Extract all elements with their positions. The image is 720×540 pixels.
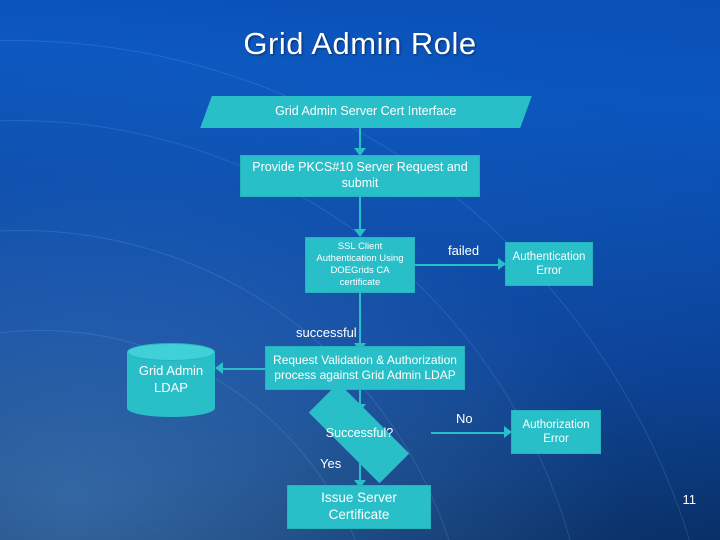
arrow-ssl-auth-to-auth-error xyxy=(498,258,506,270)
connector-validation-to-ldap xyxy=(223,368,266,370)
node-successful-decision: Successful? xyxy=(288,382,431,484)
node-label: Authorization Error xyxy=(522,418,590,445)
page-number: 11 xyxy=(682,492,697,507)
connector-ssl-auth-to-validation xyxy=(359,293,361,345)
node-label: Request Validation & Authorization proce… xyxy=(273,353,457,382)
arrow-validation-to-ldap xyxy=(215,362,223,374)
edge-label-failed: failed xyxy=(448,243,480,258)
connector-request-to-ssl-auth xyxy=(359,197,361,231)
node-request-validation: Request Validation & Authorization proce… xyxy=(265,346,465,390)
connector-interface-to-request xyxy=(359,128,361,150)
node-label: SSL Client Authentication Using DOEGrids… xyxy=(316,241,404,288)
arrow-request-to-ssl-auth xyxy=(354,229,366,237)
node-grid-admin-ldap-store: Grid Admin LDAP xyxy=(127,343,215,417)
cylinder-bottom xyxy=(127,399,215,417)
node-label: Successful? xyxy=(325,425,394,440)
arrow-decision-to-authorization-error xyxy=(504,426,512,438)
connector-validation-to-decision xyxy=(359,390,361,408)
arrow-interface-to-request xyxy=(354,148,366,156)
connector-decision-to-authorization-error xyxy=(431,432,506,434)
slide-title: Grid Admin Role xyxy=(243,26,477,61)
node-label: Provide PKCS#10 Server Request and submi… xyxy=(252,160,468,190)
cylinder-body xyxy=(127,352,215,408)
node-label: Grid Admin Server Cert Interface xyxy=(275,104,457,119)
connector-ssl-auth-to-auth-error xyxy=(415,264,500,266)
node-authorization-error: Authorization Error xyxy=(511,410,601,454)
cylinder-top xyxy=(127,343,215,361)
node-grid-admin-server-cert-interface: Grid Admin Server Cert Interface xyxy=(200,96,532,128)
node-ssl-client-authentication: SSL Client Authentication Using DOEGrids… xyxy=(305,237,415,293)
edge-label-yes: Yes xyxy=(320,456,342,471)
node-label: Grid Admin LDAP xyxy=(138,363,204,395)
node-authentication-error: Authentication Error xyxy=(505,242,593,286)
edge-label-successful: successful xyxy=(296,325,357,340)
node-issue-server-certificate: Issue Server Certificate xyxy=(287,485,431,529)
node-label: Issue Server Certificate xyxy=(321,490,397,522)
arrow-decision-to-issue-cert xyxy=(354,480,366,488)
node-label: Authentication Error xyxy=(512,250,586,277)
node-provide-pkcs10-request: Provide PKCS#10 Server Request and submi… xyxy=(240,155,480,197)
edge-label-no: No xyxy=(456,411,473,426)
connector-decision-to-issue-cert xyxy=(359,454,361,482)
